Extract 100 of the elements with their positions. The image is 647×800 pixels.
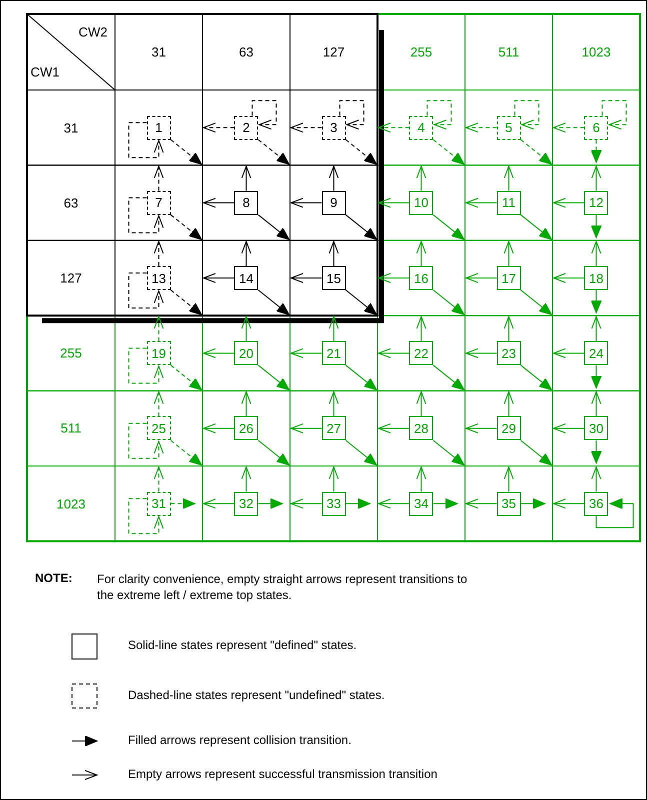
arrow [258,498,283,510]
self-loop-arrow [128,197,164,234]
arrow [591,316,602,342]
arrow [170,498,196,510]
arrow [154,166,164,192]
arrow [504,466,514,492]
arrow [241,316,252,342]
dashed-state-box: 3 [322,116,346,140]
arrow [432,139,464,165]
state-box: 34 [409,492,434,516]
arrow [241,166,252,192]
arrow [591,166,602,192]
state-box: 12 [584,190,608,215]
state-box: 26 [234,416,258,440]
state-box: 22 [409,341,434,366]
state-box: 28 [409,416,434,440]
arrow [504,240,514,266]
arrow [345,139,377,165]
note-label: NOTE: [35,571,72,585]
arrow [432,498,458,510]
arrow [466,273,498,283]
state-box: 30 [584,416,608,440]
arrow [345,364,377,390]
row-header: 1023 [56,496,86,512]
row-header: 511 [60,420,82,436]
dashed-state-box: 19 [146,341,171,366]
arrow [378,498,410,509]
arrow [466,348,498,358]
arrow [520,498,546,510]
arrow [432,440,464,466]
arrow [170,440,202,466]
arrow [203,122,235,133]
arrow [290,498,322,509]
note-text: For clarity convenience, empty straight arrows represent transitions to the extreme left / extreme top states. [97,571,468,603]
arrow [258,214,290,240]
arrow [328,391,339,417]
self-loop-arrow [252,100,277,130]
state-box: 35 [496,492,521,516]
arrow [241,391,252,417]
arrow [520,214,552,240]
arrow [290,122,322,133]
arrow [520,440,552,466]
arrow [170,290,202,316]
dashed-state-box: 2 [234,116,258,140]
state-box: 20 [234,341,258,366]
arrow [520,139,552,165]
arrow [328,166,339,192]
arrow [432,364,464,390]
row-header: 63 [64,195,78,210]
arrow [170,139,202,165]
arrow [258,139,290,165]
self-loop-arrow [128,122,164,158]
arrow [154,240,164,266]
arrow [345,498,370,510]
state-box: 32 [234,492,258,516]
dashed-state-box: 25 [146,416,171,440]
state-box: 21 [322,341,346,366]
arrow [290,198,322,208]
state-box: 36 [584,492,608,516]
state-box: 11 [496,190,521,215]
state-box: 15 [322,266,346,290]
arrow [553,423,585,434]
arrow [432,290,464,316]
arrow [258,290,290,316]
arrow [416,391,426,417]
arrow [504,166,514,192]
state-box: 14 [234,266,258,290]
state-box: 24 [584,341,608,366]
column-header: 255 [410,44,432,60]
column-header: 127 [322,44,345,60]
arrow [203,423,235,434]
arrow [378,122,410,133]
state-box: 27 [322,416,346,440]
axis-label: CW1 [30,64,60,80]
arrow [416,316,426,342]
arrow [290,423,322,434]
state-box: 18 [584,266,608,290]
arrow [466,498,498,509]
arrow [416,466,426,492]
arrow [290,348,322,358]
dashed-state-box: 6 [584,116,608,140]
arrow [466,423,498,434]
arrow [553,198,585,208]
self-loop-arrow [128,272,164,308]
arrow [591,466,602,492]
arrow [345,440,377,466]
self-loop-arrow [128,422,164,459]
legend-text: Dashed-line states represent "undefined" states. [128,688,385,702]
dashed-state-box: 7 [146,190,171,215]
arrow [328,316,339,342]
state-box: 10 [409,190,434,215]
state-box: 33 [322,492,346,516]
arrow [378,423,410,434]
arrow [466,198,498,208]
state-box: 9 [322,190,346,215]
arrow [328,240,339,266]
arrow [520,290,552,316]
arrow [345,214,377,240]
dashed-state-box: 4 [409,116,434,140]
arrow [154,316,164,342]
